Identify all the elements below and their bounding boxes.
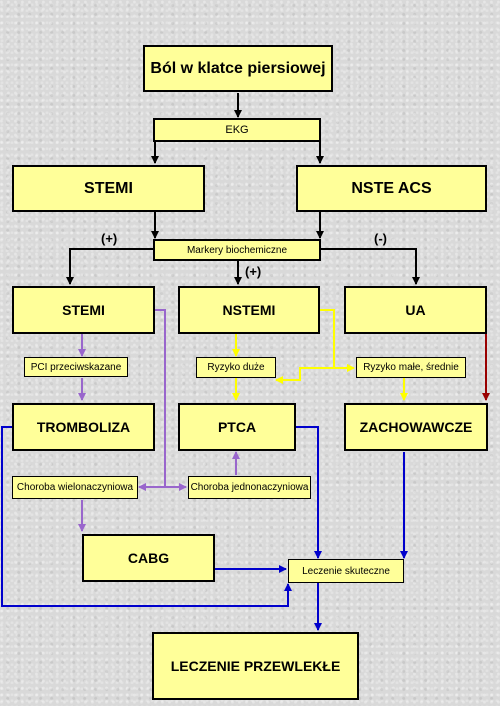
box-stemi: STEMI — [12, 286, 155, 334]
arrow-ptca-to-effective — [296, 426, 322, 559]
box-effective-treatment: Leczenie skuteczne — [288, 559, 404, 583]
box-zachowawcze: ZACHOWAWCZE — [344, 403, 488, 451]
purple-arrows — [78, 309, 240, 532]
box-risk-high: Ryzyko duże — [196, 357, 276, 378]
box-stemi-top: STEMI — [12, 165, 205, 212]
box-ptca: PTCA — [178, 403, 296, 451]
box-risk-low: Ryzyko małe, średnie — [356, 357, 466, 378]
box-pci-contraindicated: PCI przeciwskazane — [24, 357, 128, 377]
box-ekg: EKG — [153, 118, 321, 142]
label-positive-center: (+) — [245, 264, 262, 279]
label-negative: (-) — [374, 231, 387, 246]
arrow-tromboliza-to-effective — [1, 426, 292, 607]
box-chronic-treatment: LECZENIE PRZEWLEKŁE — [152, 632, 359, 700]
label-positive-left: (+) — [101, 231, 118, 246]
box-nste-acs: NSTE ACS — [296, 165, 487, 212]
arrow-markers-to-ua — [320, 248, 420, 285]
blue-arrows — [1, 426, 408, 631]
box-tromboliza: TROMBOLIZA — [12, 403, 155, 451]
box-singlevessel: Choroba jednonaczyniowa — [188, 476, 311, 499]
box-ua: UA — [344, 286, 487, 334]
box-multivessel: Choroba wielonaczyniowa — [12, 476, 138, 499]
yellow-arrows — [232, 309, 408, 401]
box-chest-pain: Ból w klatce piersiowej — [143, 45, 333, 92]
box-markers: Markery biochemiczne — [153, 239, 321, 261]
box-nstemi: NSTEMI — [178, 286, 320, 334]
arrow-risk-low-to-risk-high — [275, 367, 354, 384]
arrow-stemi-to-multivessel — [138, 309, 166, 491]
arrow-markers-to-stemi — [66, 248, 155, 285]
box-cabg: CABG — [82, 534, 215, 582]
